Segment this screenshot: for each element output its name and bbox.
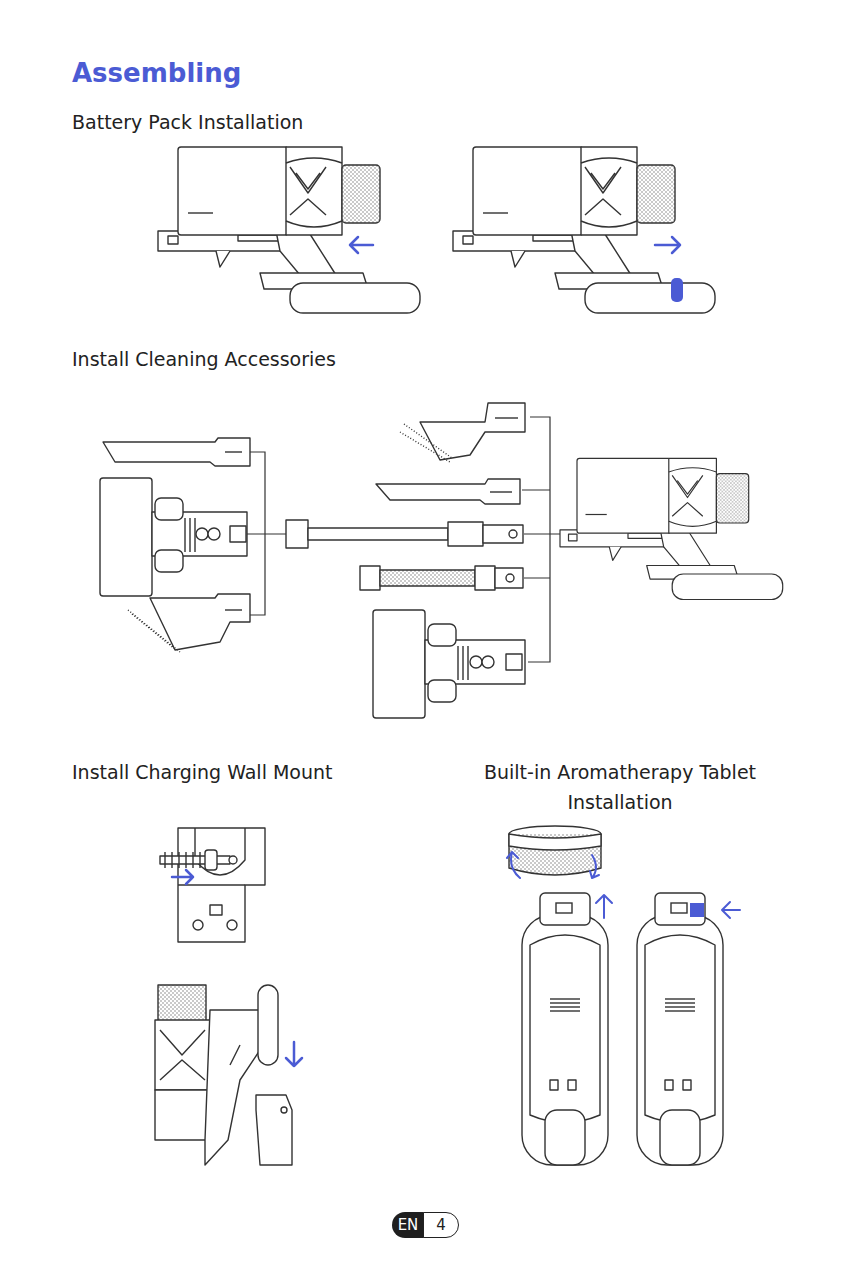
badge-text: 4 [436,1216,446,1234]
section-heading: Built-in Aromatherapy Tablet Installatio… [470,757,770,817]
section-heading: Battery Pack Installation [72,107,303,137]
page-badge: EN [392,1212,424,1238]
badge-text: EN [398,1216,419,1234]
section-heading: Install Cleaning Accessories [72,344,336,374]
page-badge: 4 [423,1212,459,1238]
page-title: Assembling [72,58,241,88]
section-heading: Install Charging Wall Mount [72,757,333,787]
